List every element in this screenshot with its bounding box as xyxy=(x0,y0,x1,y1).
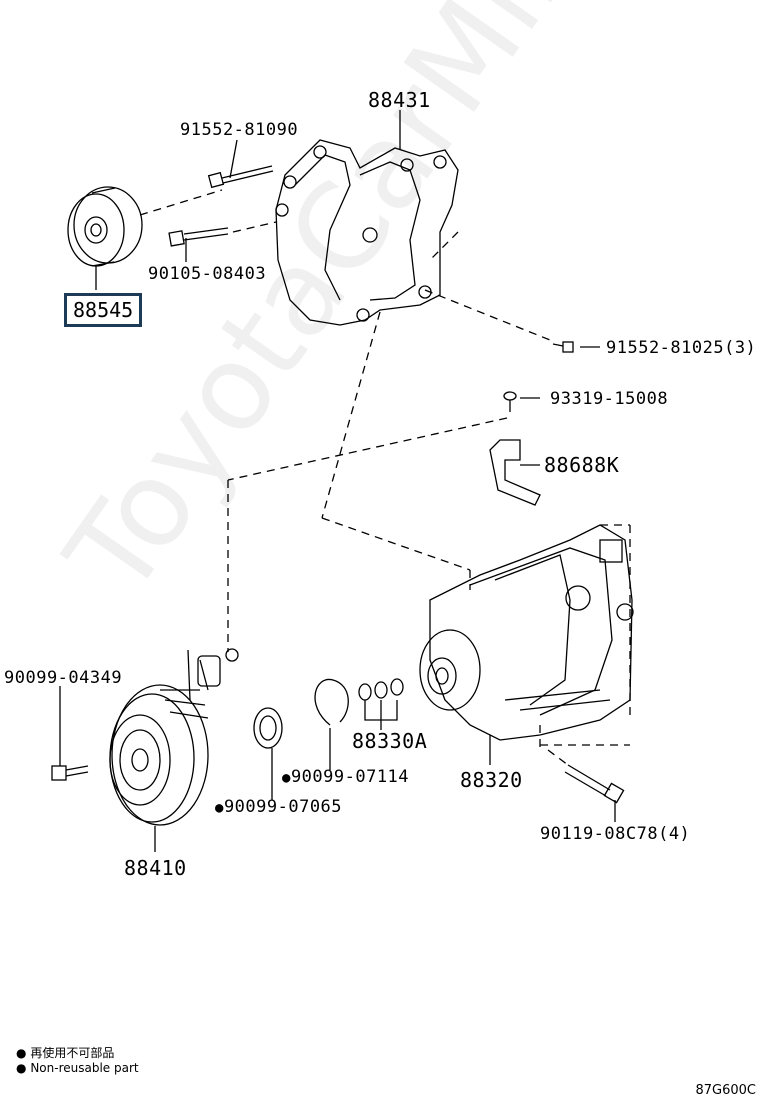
screw-93319-15008 xyxy=(503,391,517,412)
compressor xyxy=(419,524,634,741)
legend-en: ● Non-reusable part xyxy=(16,1061,139,1075)
legend-cn: ● 再使用不可部品 xyxy=(16,1044,114,1061)
label-88688k: 88688K xyxy=(544,453,620,477)
legend-cn-text: 再使用不可部品 xyxy=(30,1046,115,1060)
compressor-bracket xyxy=(275,139,459,326)
bolt-91552-81090 xyxy=(207,165,274,189)
legend-bullet: ● xyxy=(16,1061,27,1075)
label-88431: 88431 xyxy=(368,88,431,112)
label-90119-08c78: 90119-08C78(4) xyxy=(540,824,691,844)
label-90099-07114: ●90099-07114 xyxy=(282,767,409,788)
label-91552-81025: 91552-81025(3) xyxy=(606,338,757,358)
label-91552-81090: 91552-81090 xyxy=(180,120,299,140)
dashed-guides xyxy=(139,189,631,766)
o-rings xyxy=(358,678,404,701)
non-reusable-bullet: ● xyxy=(282,770,291,786)
label-88330a: 88330A xyxy=(352,729,428,753)
label-90099-07065: ●90099-07065 xyxy=(215,797,342,818)
snap-ring xyxy=(314,678,349,726)
legend-en-text: Non-reusable part xyxy=(30,1061,139,1075)
label-88545-highlighted[interactable]: 88545 xyxy=(64,293,143,327)
magnetic-clutch xyxy=(109,648,239,826)
shim-washer xyxy=(253,707,283,749)
non-reusable-bullet: ● xyxy=(215,800,224,816)
label-90099-04349: 90099-04349 xyxy=(4,668,123,688)
label-90099-07114-text: 90099-07114 xyxy=(290,767,410,787)
leader-lines xyxy=(59,110,616,852)
bolt-90105-08403 xyxy=(168,227,229,247)
legend-bullet: ● xyxy=(16,1046,27,1060)
label-90105-08403: 90105-08403 xyxy=(148,264,267,284)
label-88320: 88320 xyxy=(460,768,523,792)
bolt-90099-04349 xyxy=(51,765,89,781)
label-93319-15008: 93319-15008 xyxy=(550,389,669,409)
bolt-90119-08c78 xyxy=(564,764,625,804)
bracket-88688k xyxy=(489,439,541,506)
label-88410: 88410 xyxy=(124,856,187,880)
bolt-91552-81025 xyxy=(552,341,574,353)
idler-pulley xyxy=(67,186,143,267)
diagram-code: 87G600C xyxy=(695,1083,756,1098)
label-90099-07065-text: 90099-07065 xyxy=(223,797,343,817)
